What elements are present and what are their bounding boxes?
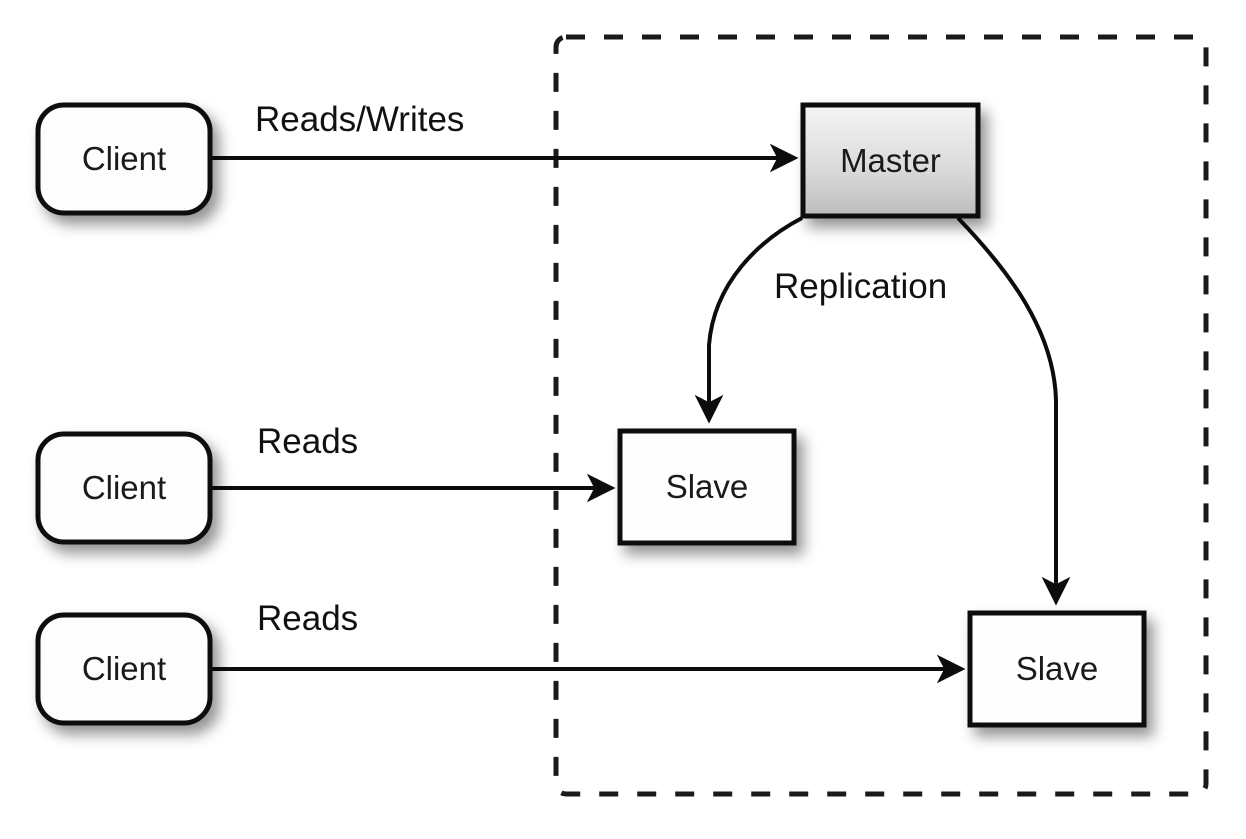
edge-master-slave2 (956, 216, 1071, 606)
node-slave-1[interactable] (617, 428, 797, 546)
edge-master-slave1 (694, 216, 803, 424)
node-client-2[interactable] (35, 431, 213, 545)
edge-label-reads-writes: Reads/Writes (255, 100, 465, 139)
node-client-1[interactable] (35, 102, 213, 216)
edge-label-replication: Replication (774, 267, 948, 306)
edge-label-reads-slave-2: Reads (257, 599, 359, 638)
node-master[interactable] (800, 102, 981, 219)
edge-label-reads-slave-1: Reads (257, 422, 359, 461)
node-slave-2[interactable] (967, 610, 1147, 728)
database-cluster-boundary (553, 34, 1209, 797)
node-client-3[interactable] (35, 612, 213, 726)
